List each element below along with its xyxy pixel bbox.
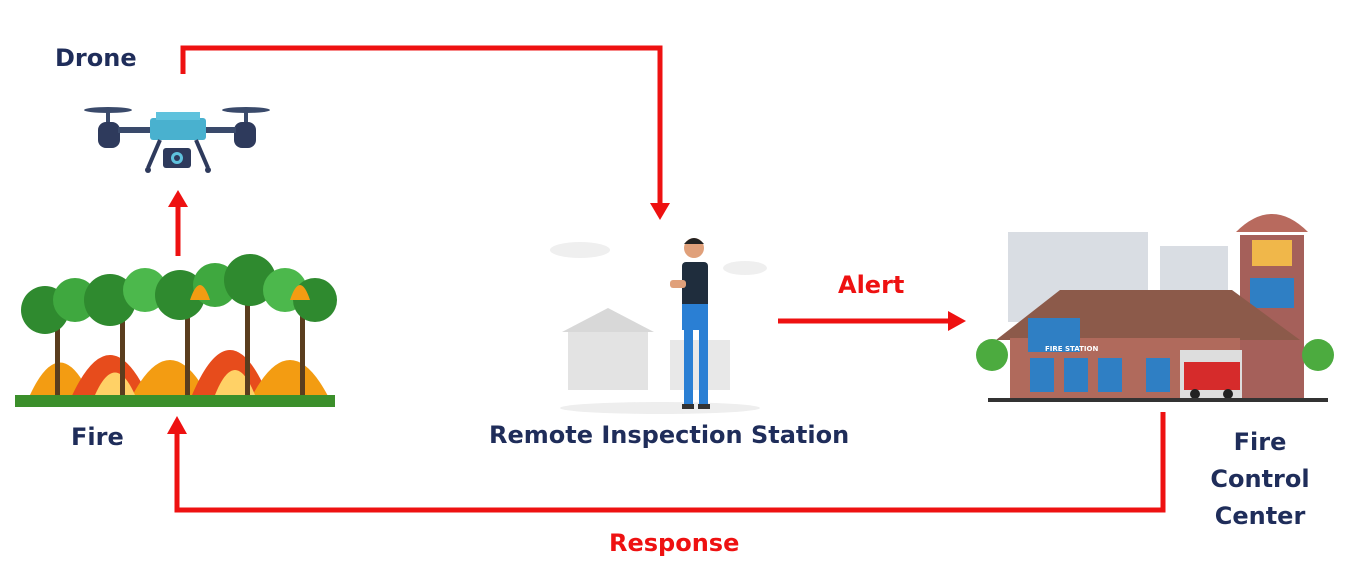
- fire-station-sign: FIRE STATION: [1045, 345, 1098, 353]
- alert-label: Alert: [838, 271, 905, 299]
- response-label: Response: [609, 529, 740, 557]
- fire-control-center-line-2: Control: [1210, 465, 1310, 493]
- fire-label: Fire: [71, 423, 124, 451]
- arrow-fire-to-drone: [168, 190, 188, 256]
- forest-fire-illustration: [15, 254, 337, 407]
- drone-illustration: [84, 107, 270, 173]
- fire-station-illustration: FIRE STATION: [976, 214, 1334, 402]
- fire-control-center-label: Fire Control Center: [1200, 424, 1320, 535]
- remote-inspection-station-label: Remote Inspection Station: [489, 421, 850, 449]
- fire-control-center-line-1: Fire: [1233, 428, 1287, 456]
- arrow-fire-control-to-fire: [167, 412, 1166, 513]
- drone-label: Drone: [55, 44, 137, 72]
- inspection-station-illustration: [550, 238, 767, 414]
- arrow-station-to-fire-control: [778, 311, 966, 331]
- arrow-drone-to-station: [180, 45, 670, 220]
- fire-control-center-line-3: Center: [1214, 502, 1306, 530]
